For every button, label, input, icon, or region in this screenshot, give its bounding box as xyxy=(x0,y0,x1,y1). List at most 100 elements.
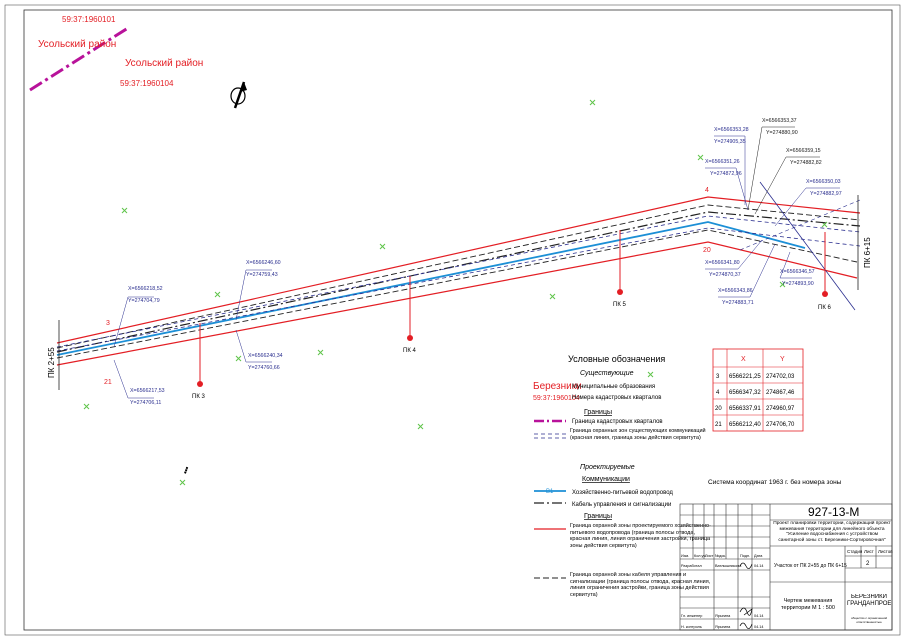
legend-borders2: Границы xyxy=(584,513,612,520)
svg-text:ПК 6: ПК 6 xyxy=(818,305,831,311)
title-block xyxy=(679,503,893,631)
svg-text:Y=274905,35: Y=274905,35 xyxy=(714,139,746,145)
drawing-title: Чертеж межевания территории М 1 : 500 xyxy=(781,598,835,611)
svg-text:Y=274704,79: Y=274704,79 xyxy=(128,298,160,304)
cable-zone-upper xyxy=(56,204,861,349)
role-label: Разработал xyxy=(681,564,702,568)
coord-table-header-y: Y xyxy=(780,356,785,363)
col-head: Кол.уч. xyxy=(694,554,706,558)
table-cell: 274960,97 xyxy=(766,406,795,412)
role-date: 04.14 xyxy=(754,614,764,618)
point-3: 3 xyxy=(106,320,110,327)
svg-text:Х=6566343,86: Х=6566343,86 xyxy=(718,288,753,294)
table-cell: 274706,70 xyxy=(766,422,795,428)
svg-text:Х=6566341,80: Х=6566341,80 xyxy=(705,260,740,266)
district-code-a: 59:37:1960101 xyxy=(62,15,116,24)
svg-text:Х=6566353,37: Х=6566353,37 xyxy=(762,118,797,124)
svg-text:Х=6566351,26: Х=6566351,26 xyxy=(705,159,740,165)
project-name: Проект планировки территории, содержащий… xyxy=(773,521,891,543)
table-cell: 274702,03 xyxy=(766,374,795,380)
sheet-number: 2 xyxy=(866,561,870,567)
legend-cable-zone: Граница охранной зоны кабеля управления … xyxy=(570,572,711,598)
cable-zone-lower xyxy=(56,229,858,359)
picket-pk3: ПК 3 xyxy=(192,323,205,400)
legend-water-zone: Граница охранной зоны проектируемого хоз… xyxy=(570,523,711,549)
picket-pk5: ПК 5 xyxy=(613,230,626,308)
existing-zone-line-b xyxy=(56,227,861,352)
table-cell: 274867,46 xyxy=(766,390,795,396)
svg-text:Х=6566350,03: Х=6566350,03 xyxy=(806,179,841,185)
legend-projected: Проектируемые xyxy=(580,464,635,471)
company-name: БЕРЕЗНИКИ ГРАНДАНПРОЕКТ xyxy=(847,594,891,607)
coord-callouts: Х=6566218,52 Y=274704,79 Х=6566217,53 Y=… xyxy=(113,118,842,406)
svg-text:Х=6566346,57: Х=6566346,57 xyxy=(780,269,815,275)
legend-borders: Границы xyxy=(584,409,612,416)
svg-text:Y=274883,71: Y=274883,71 xyxy=(722,300,754,306)
legend-water-tag: В1 xyxy=(546,489,554,495)
company-subtitle: общество с ограниченной ответственностью xyxy=(850,617,888,624)
water-zone-lower-boundary xyxy=(56,241,858,366)
sheet-head: Лист xyxy=(864,549,874,554)
svg-text:Y=274760,66: Y=274760,66 xyxy=(248,365,280,371)
svg-text:Y=274893,90: Y=274893,90 xyxy=(782,281,814,287)
small-benchmark-label: ■■■ xyxy=(182,465,189,474)
north-arrow-icon xyxy=(230,81,247,109)
pk-start-label: ПК 2+55 xyxy=(47,347,56,378)
cadastral-border-line xyxy=(29,26,129,92)
title-block-text: 927-13-М Проект планировки территории, с… xyxy=(681,505,893,629)
district-label-a: Усольский район xyxy=(38,39,116,50)
section-label: Участок от ПК 2+55 до ПК 6+15 xyxy=(774,563,847,569)
table-cell: 6566212,40 xyxy=(729,422,761,428)
svg-text:Х=6566240,34: Х=6566240,34 xyxy=(248,353,283,359)
svg-text:Х=6566217,53: Х=6566217,53 xyxy=(130,388,165,394)
role-name: Ярыгина xyxy=(715,625,731,629)
svg-text:Y=274872,96: Y=274872,96 xyxy=(710,171,742,177)
cable-line xyxy=(56,211,861,353)
stage-head: Стадия xyxy=(847,549,863,554)
svg-text:Y=274870,37: Y=274870,37 xyxy=(709,272,741,278)
table-cell: 6566221,25 xyxy=(729,374,761,380)
point-4: 4 xyxy=(705,187,709,194)
svg-text:Y=274882,82: Y=274882,82 xyxy=(790,160,822,166)
table-cell: 21 xyxy=(715,422,722,428)
col-head: №док. xyxy=(715,554,726,558)
coord-table: X Y 3 6566221,25 274702,03 4 6566347,32 … xyxy=(712,348,804,432)
signature-icon-2 xyxy=(739,622,753,629)
role-name: Ярыгина xyxy=(715,614,731,618)
pk-end-label: ПК 6+15 xyxy=(863,237,872,268)
legend-municipal-label: Муниципальные образования xyxy=(572,384,655,390)
svg-text:ПК 4: ПК 4 xyxy=(403,348,416,354)
right-edge-line-2 xyxy=(739,199,861,251)
table-cell: 6566347,32 xyxy=(729,390,761,396)
drawing-code: 927-13-М xyxy=(808,505,859,519)
survey-marks xyxy=(83,99,828,486)
picket-pk6: ПК 6 xyxy=(818,232,831,311)
point-20: 20 xyxy=(703,247,711,254)
picket-pk4: ПК 4 xyxy=(403,276,416,354)
legend-water-pipe: Хозяйственно-питьевой водопровод xyxy=(572,489,673,496)
coord-system-note: Система координат 1963 г. без номера зон… xyxy=(708,478,842,486)
role-label: Н. контроль xyxy=(681,625,702,629)
inner-frame xyxy=(23,9,893,631)
legend-communications: Коммуникации xyxy=(582,476,630,483)
svg-text:Х=6566246,60: Х=6566246,60 xyxy=(246,260,281,266)
sheets-head: Листов xyxy=(878,549,893,554)
svg-text:ПК 5: ПК 5 xyxy=(613,302,626,308)
district-code-b: 59:37:1960104 xyxy=(120,79,174,88)
legend-existing: Существующие xyxy=(580,370,634,377)
coord-table-header-x: X xyxy=(741,356,746,363)
svg-text:Х=6566218,52: Х=6566218,52 xyxy=(128,286,163,292)
svg-text:Y=274880,90: Y=274880,90 xyxy=(766,130,798,136)
point-21: 21 xyxy=(104,379,112,386)
legend-existing-zone: Граница охранных зон существующих коммун… xyxy=(570,428,706,441)
svg-text:ПК 3: ПК 3 xyxy=(192,394,205,400)
water-zone-upper-boundary xyxy=(56,196,861,344)
legend-cadastral-label: Номера кадастровых кварталов xyxy=(572,395,661,401)
svg-text:Y=274706,11: Y=274706,11 xyxy=(130,400,161,406)
role-name: Ватлышникова xyxy=(715,564,742,568)
legend-cadastral-border: Граница кадастровых кварталов xyxy=(572,419,663,425)
legend: Условные обозначения Существующие Березн… xyxy=(533,354,711,598)
table-cell: 6566337,91 xyxy=(729,406,761,412)
right-edge-line xyxy=(759,181,856,311)
